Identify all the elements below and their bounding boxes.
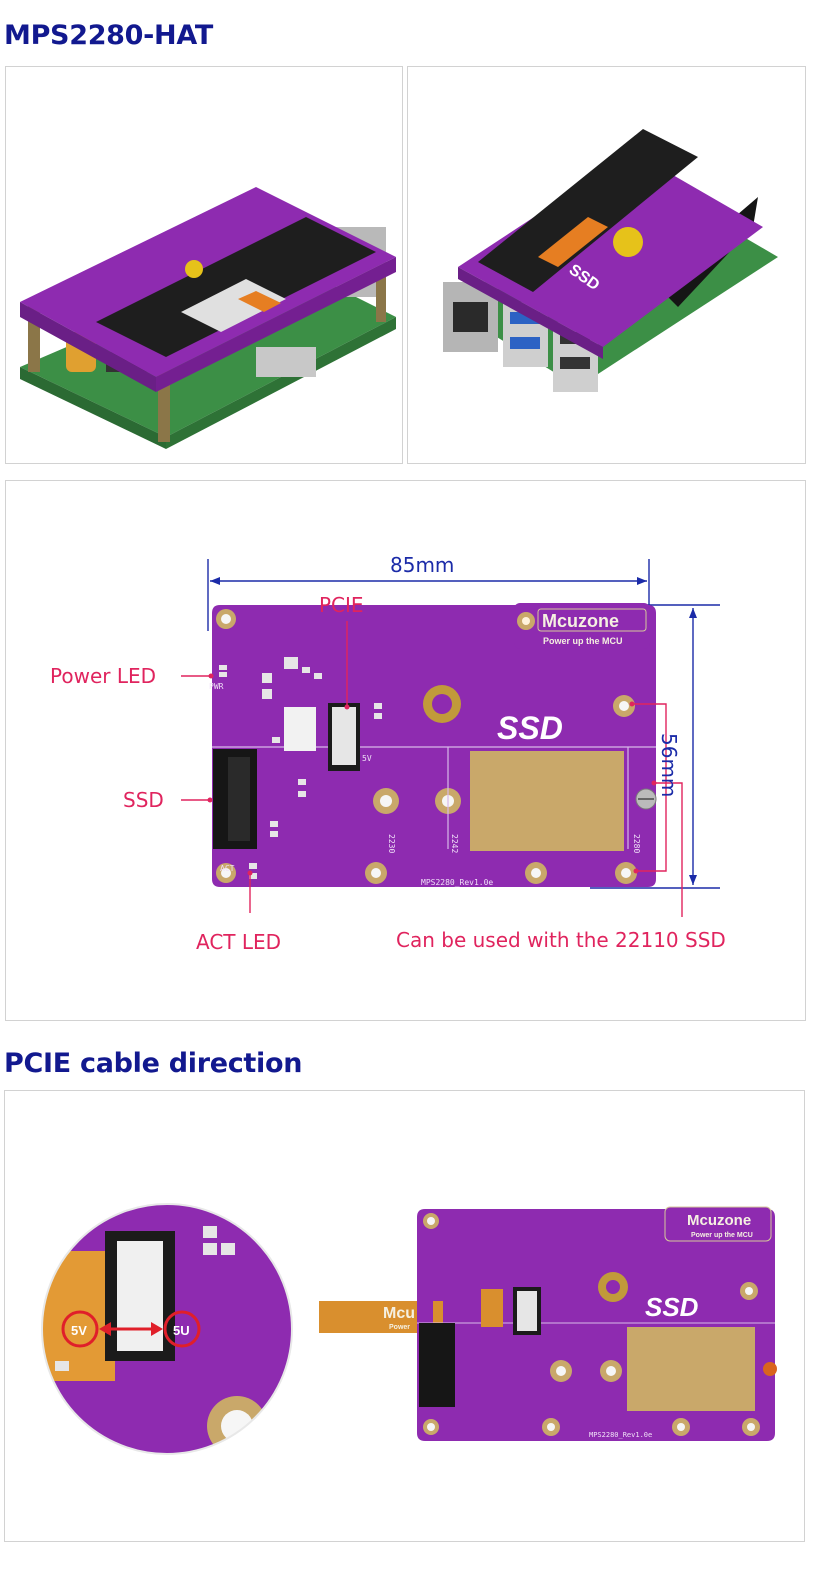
board2-brand-text: Mcuzone [687,1212,751,1229]
dimension-diagram-panel: Mcuzone Power up the MCU [5,480,806,1021]
section-title-pcie-cable: PCIE cable direction [4,1048,303,1079]
pcie-cable-panel: 5V 5U Mcu Power Mcuzone Power up the MCU… [4,1090,805,1542]
gold-pad [470,751,624,851]
ssd-label: SSD [123,788,164,812]
cable-brand-text: Mcu [383,1305,415,1322]
page-title: MPS2280-HAT [4,20,213,51]
silk-pwr: PWR [209,682,224,691]
product-photo-left [5,66,403,464]
board2-ssd-silk: SSD [645,1292,699,1322]
zoom-label-5v: 5V [71,1323,87,1338]
ssd-silk-label: SSD [497,710,563,746]
hat-stack-photo-left [20,187,396,449]
board-brand-text: Mcuzone [542,611,619,631]
act-led-label: ACT LED [196,930,282,954]
width-dimension-label: 85mm [390,553,455,577]
board2-model-silk: MPS2280_Rev1.0e [589,1431,652,1439]
product-photo-right: SSD [407,66,806,464]
pcie-window [284,707,316,751]
silk-2242: 2242 [450,834,459,853]
pcie-label: PCIE [319,593,364,617]
height-dimension-label: 56mm [657,733,681,798]
power-led-label: Power LED [50,664,157,688]
model-silk-label: MPS2280_Rev1.0e [421,878,493,887]
silk-5v: 5V [362,754,372,763]
silk-2230: 2230 [387,834,396,853]
silk-2280: 2280 [632,834,641,853]
silk-act: ACT [220,864,235,873]
compat-22110-label: Can be used with the 22110 SSD [396,928,726,952]
pcie-cable-diagram: 5V 5U Mcu Power Mcuzone Power up the MCU… [41,1203,777,1455]
board-diagram: Mcuzone Power up the MCU [181,559,720,917]
cable-slogan-text: Power [389,1324,410,1331]
zoom-label-5u: 5U [173,1323,190,1338]
mounting-holes [216,609,637,884]
board2-slogan-text: Power up the MCU [691,1232,753,1239]
board-slogan-text: Power up the MCU [543,636,623,646]
hat-stack-photo-right: SSD [443,129,778,392]
